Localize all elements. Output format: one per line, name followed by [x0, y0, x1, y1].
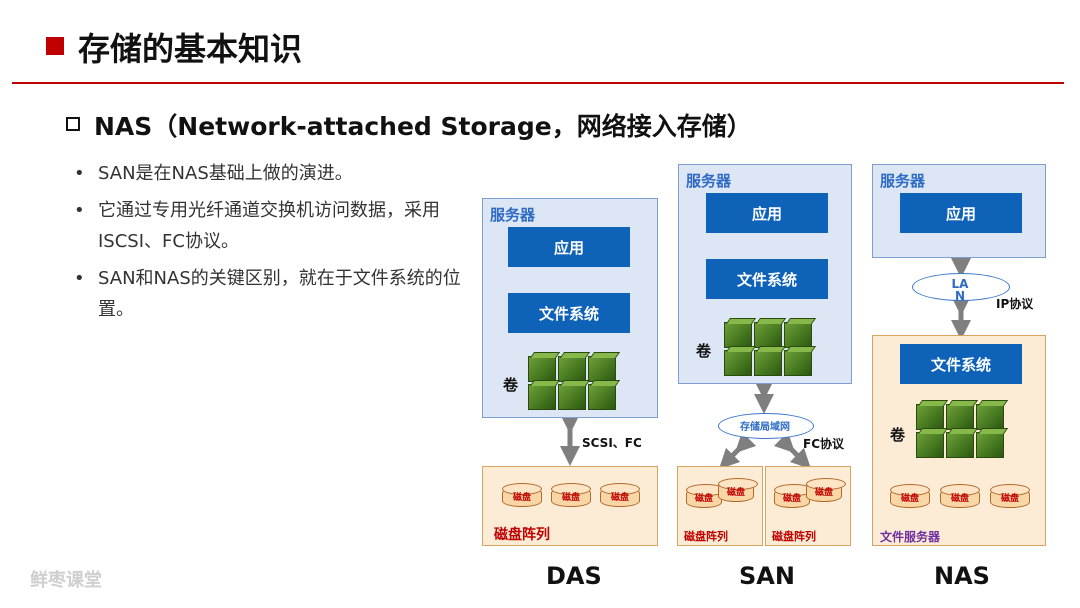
nas-protocol-label: IP协议 [996, 297, 1034, 311]
san-network-ellipse [718, 413, 814, 439]
san-array1-arrow [718, 431, 757, 470]
volume-cube [528, 356, 556, 382]
das-volume-cubes [526, 350, 626, 412]
bullet-item: SAN和NAS的关键区别，就在于文件系统的位置。 [72, 263, 462, 325]
disk-icon: 磁盘 [718, 478, 758, 502]
disk-icon: 磁盘 [806, 478, 846, 502]
san-server-label: 服务器 [686, 172, 732, 190]
disk-icon: 磁盘 [551, 483, 591, 507]
das-filesystem-block: 文件系统 [508, 293, 630, 333]
volume-cube [724, 350, 752, 376]
volume-cube [976, 432, 1004, 458]
san-volume-cubes [722, 316, 822, 378]
disk-icon: 磁盘 [502, 483, 542, 507]
volume-cube [784, 322, 812, 348]
volume-cube [754, 350, 782, 376]
disk-icon: 磁盘 [940, 484, 980, 508]
volume-cube [976, 404, 1004, 430]
volume-cube [916, 432, 944, 458]
nas-lan-label: LA N [912, 278, 1008, 302]
san-volume-label: 卷 [696, 342, 712, 360]
nas-lan-label-line2: N [954, 289, 966, 303]
watermark-logo: 鲜枣课堂 [30, 570, 102, 591]
san-protocol-label: FC协议 [803, 437, 845, 451]
title-divider [12, 82, 1064, 84]
san-caption: SAN [739, 562, 795, 590]
disk-icon: 磁盘 [990, 484, 1030, 508]
section-subtitle: NAS（Network-attached Storage，网络接入存储） [94, 112, 752, 141]
disk-icon: 磁盘 [774, 484, 814, 508]
disk-icon: 磁盘 [686, 484, 726, 508]
title-square-icon [46, 37, 64, 55]
volume-cube [558, 356, 586, 382]
san-array2-arrow [773, 431, 812, 470]
volume-cube [946, 432, 974, 458]
disk-icon: 磁盘 [890, 484, 930, 508]
volume-cube [916, 404, 944, 430]
das-server-label: 服务器 [490, 206, 536, 224]
volume-cube [754, 322, 782, 348]
san-app-block: 应用 [706, 193, 828, 233]
san-filesystem-block: 文件系统 [706, 259, 828, 299]
volume-cube [588, 384, 616, 410]
das-app-block: 应用 [508, 227, 630, 267]
san-array-label-1: 磁盘阵列 [684, 530, 728, 543]
nas-caption: NAS [934, 562, 990, 590]
subtitle-checkbox-icon [66, 117, 80, 131]
das-array-label: 磁盘阵列 [494, 527, 550, 543]
volume-cube [588, 356, 616, 382]
san-array-label-2: 磁盘阵列 [772, 530, 816, 543]
volume-cube [946, 404, 974, 430]
bullet-item: 它通过专用光纤通道交换机访问数据，采用ISCSI、FC协议。 [72, 195, 462, 257]
bullet-list: SAN是在NAS基础上做的演进。 它通过专用光纤通道交换机访问数据，采用ISCS… [72, 158, 462, 331]
page-title: 存储的基本知识 [78, 30, 303, 68]
nas-lan-ellipse [912, 273, 1010, 301]
disk-icon: 磁盘 [600, 483, 640, 507]
bullet-item: SAN是在NAS基础上做的演进。 [72, 158, 462, 189]
nas-filesystem-block: 文件系统 [900, 344, 1022, 384]
nas-volume-cubes [914, 398, 1014, 460]
das-caption: DAS [546, 562, 602, 590]
nas-lan-label-line1: LA [951, 277, 969, 291]
nas-file-server-label: 文件服务器 [880, 530, 941, 544]
nas-app-block: 应用 [900, 193, 1022, 233]
volume-cube [784, 350, 812, 376]
das-protocol-label: SCSI、FC [582, 436, 642, 450]
volume-cube [724, 322, 752, 348]
volume-cube [558, 384, 586, 410]
das-volume-label: 卷 [503, 376, 519, 394]
volume-cube [528, 384, 556, 410]
nas-server-label: 服务器 [880, 172, 926, 190]
nas-volume-label: 卷 [890, 426, 906, 444]
san-network-label: 存储局域网 [740, 422, 790, 433]
